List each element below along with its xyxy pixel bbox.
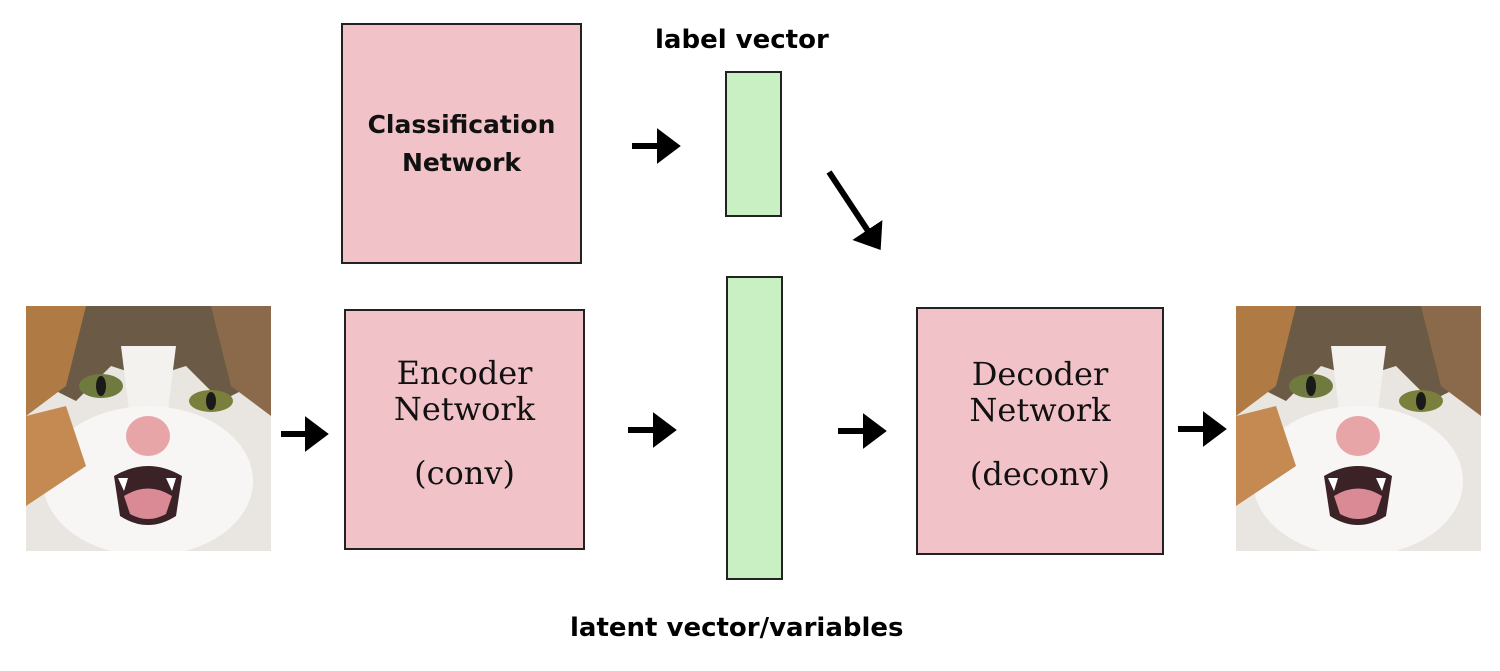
encoder-network-line1: Encoder	[396, 353, 533, 392]
label-vector-caption: label vector	[655, 25, 829, 55]
output-cat-image	[1236, 306, 1481, 551]
decoder-network-line1: Decoder	[971, 355, 1109, 393]
decoder-network-box: Decoder Network (deconv)	[916, 307, 1164, 555]
classification-network-line2: Network	[401, 147, 522, 177]
classification-network-line1: Classification	[367, 109, 556, 139]
decoder-network-line3: (deconv)	[969, 455, 1111, 493]
encoder-network-line2: Network	[393, 389, 536, 428]
label-vector-box	[725, 71, 782, 217]
encoder-network-box: Encoder Network (conv)	[344, 309, 585, 550]
decoder-network-line2: Network	[969, 391, 1111, 429]
arrow-label-to-decoder	[826, 170, 883, 251]
cat-photo-icon	[1236, 306, 1481, 551]
cat-photo-icon	[26, 306, 271, 551]
latent-vector-box	[726, 276, 783, 580]
encoder-network-line3: (conv)	[414, 453, 515, 492]
latent-vector-caption: latent vector/variables	[570, 613, 904, 643]
input-cat-image	[26, 306, 271, 551]
classification-network-box: Classification Network	[341, 23, 582, 264]
